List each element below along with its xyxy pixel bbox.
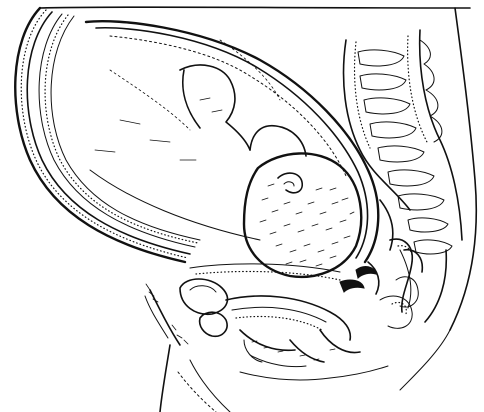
cervix <box>340 262 379 294</box>
fetal-body <box>95 40 306 160</box>
spinal-column <box>344 30 462 322</box>
abdominal-wall <box>15 7 470 345</box>
thigh-outline <box>146 284 388 412</box>
uterus <box>86 21 393 262</box>
fetal-head <box>244 153 361 276</box>
back-contour <box>400 8 476 390</box>
pelvic-organs <box>180 264 360 367</box>
